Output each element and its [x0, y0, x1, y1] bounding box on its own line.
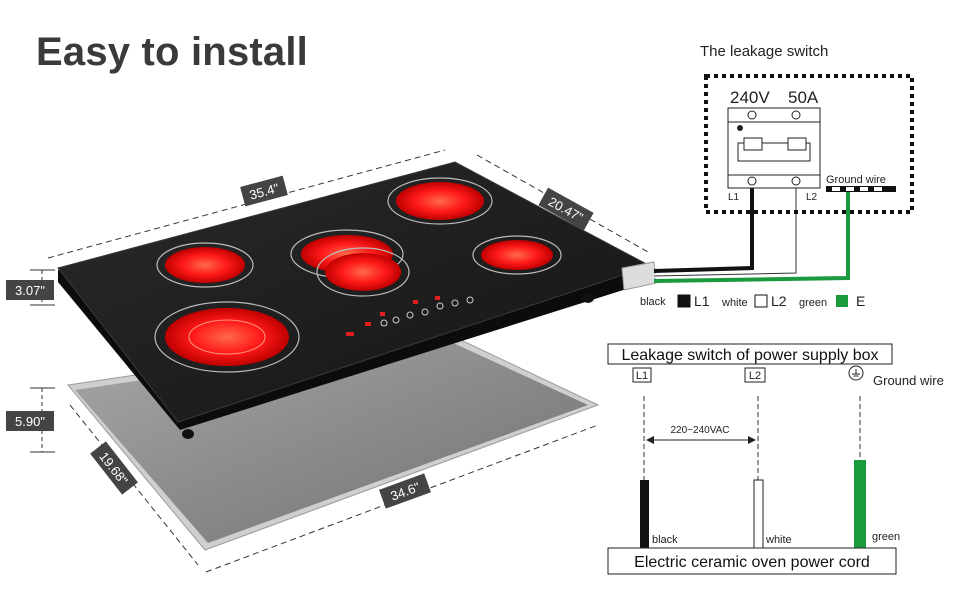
- green-wire-label: green: [872, 531, 900, 543]
- cable-plug: [621, 261, 657, 291]
- burner-front-left: [154, 301, 300, 373]
- legend-green-name: green: [799, 297, 827, 309]
- legend-black-name: black: [640, 296, 666, 308]
- burners: [154, 177, 562, 373]
- dimension-tag-cutout-height: 5.90": [6, 411, 54, 431]
- burner-back-left: [156, 242, 254, 288]
- supply-header-box: [607, 343, 893, 365]
- screw-icon: [747, 110, 757, 120]
- black-wire-label: black: [652, 534, 678, 546]
- control-panel: [346, 296, 474, 336]
- leakage-switch-diagram: The leakage switch 240V 50A L1 L2 Ground…: [700, 43, 914, 214]
- legend-white-code: L2: [771, 293, 787, 309]
- switch-enclosure: [704, 74, 914, 214]
- dimension-tag-length: 35.4": [240, 175, 288, 207]
- supply-ground-label: Ground wire: [873, 373, 944, 388]
- page-title: Easy to install: [36, 30, 308, 74]
- supply-header: Leakage switch of power supply box: [621, 347, 878, 364]
- legend-black-code: L1: [694, 293, 710, 309]
- supply-footer: Electric ceramic oven power cord: [634, 554, 870, 571]
- thickness-label: 3.07": [15, 283, 45, 298]
- supply-l2-label: L2: [749, 370, 761, 382]
- voltage-range-label: 220~240VAC: [670, 425, 729, 436]
- burner-center-bridge: [290, 229, 410, 297]
- dimension-tag-thickness: 3.07": [6, 280, 54, 300]
- white-wire: [753, 479, 764, 549]
- white-wire-label: white: [765, 534, 792, 546]
- switch-title: The leakage switch: [700, 43, 828, 60]
- voltage-label: 240V: [730, 88, 770, 107]
- current-label: 50A: [788, 88, 819, 107]
- black-wire: [640, 480, 649, 548]
- switch-l2-label: L2: [806, 192, 818, 203]
- burner-back-right: [387, 177, 493, 225]
- switch-ground-label: Ground wire: [826, 174, 886, 186]
- legend-green-swatch: [836, 295, 848, 307]
- screw-icon: [747, 176, 757, 186]
- indicator-dot: [737, 125, 743, 131]
- cutout-height-label: 5.90": [15, 414, 45, 429]
- legend-white-name: white: [721, 297, 748, 309]
- green-wire: [854, 460, 866, 548]
- burner-right: [472, 235, 562, 275]
- legend-white-swatch: [754, 294, 768, 308]
- wire-legend: black L1 white L2 green E: [640, 293, 865, 309]
- supply-footer-box: [607, 547, 897, 575]
- screw-icon: [791, 176, 801, 186]
- foot: [582, 293, 594, 303]
- legend-green-code: E: [856, 293, 865, 309]
- power-supply-diagram: Leakage switch of power supply box L1 L2…: [607, 343, 944, 575]
- supply-l1-label: L1: [636, 370, 648, 382]
- switch-l1-label: L1: [728, 192, 740, 203]
- legend-black-swatch: [677, 294, 691, 308]
- screw-icon: [791, 110, 801, 120]
- wires-to-switch: [653, 187, 850, 283]
- foot: [182, 429, 194, 439]
